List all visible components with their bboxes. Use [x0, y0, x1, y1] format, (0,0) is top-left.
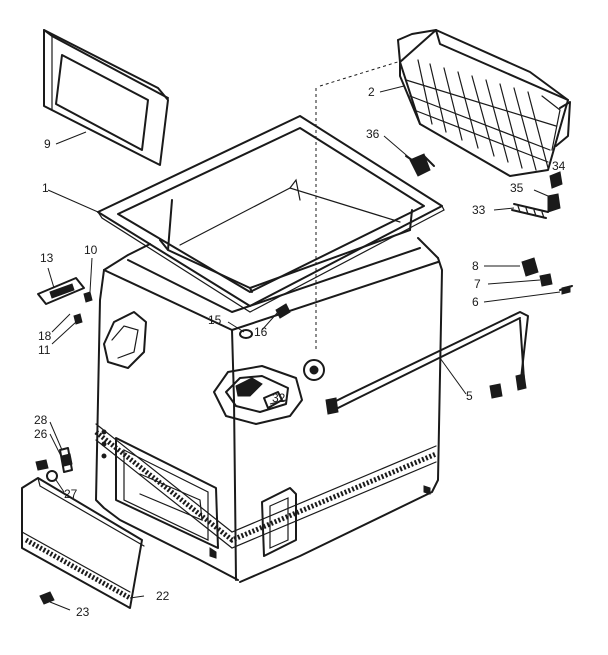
callout-10: 10	[84, 243, 98, 257]
drain-tube-assembly	[511, 171, 563, 219]
wire-basket-part	[397, 29, 571, 177]
callout-28: 28	[34, 413, 48, 427]
callout-16: 16	[254, 325, 268, 339]
screw-part	[39, 591, 55, 605]
callout-35: 35	[510, 181, 524, 195]
callout-9: 9	[44, 137, 51, 151]
callout-2: 2	[368, 85, 375, 99]
callout-26: 26	[34, 427, 48, 441]
callout-labels: 2 36 34 35 33 9 1 13 10 18 11 15 16 8 7 …	[34, 85, 566, 619]
callout-23: 23	[76, 605, 90, 619]
callout-7: 7	[474, 277, 481, 291]
hinge-plate-left	[37, 277, 93, 325]
callout-13: 13	[40, 251, 54, 265]
drain-fitting-part	[405, 153, 435, 177]
hinge-hardware-right	[521, 257, 573, 295]
callout-8: 8	[472, 259, 479, 273]
callout-32: 32	[272, 391, 286, 405]
callout-27: 27	[64, 487, 78, 501]
callout-18: 18	[38, 329, 52, 343]
callout-33: 33	[472, 203, 486, 217]
leader-lines	[47, 59, 561, 611]
freezer-cabinet-body	[94, 178, 443, 583]
callout-36: 36	[366, 127, 380, 141]
callout-34: 34	[552, 159, 566, 173]
callout-1: 1	[42, 181, 49, 195]
lock-hardware-left	[35, 447, 73, 482]
callout-11: 11	[38, 343, 51, 357]
callout-22: 22	[156, 589, 170, 603]
lid-panel-part	[43, 29, 169, 166]
callout-5: 5	[466, 389, 473, 403]
callout-6: 6	[472, 295, 479, 309]
kick-plate-part	[21, 477, 145, 609]
callout-15: 15	[208, 313, 222, 327]
defrost-drain-line-part	[325, 311, 529, 415]
